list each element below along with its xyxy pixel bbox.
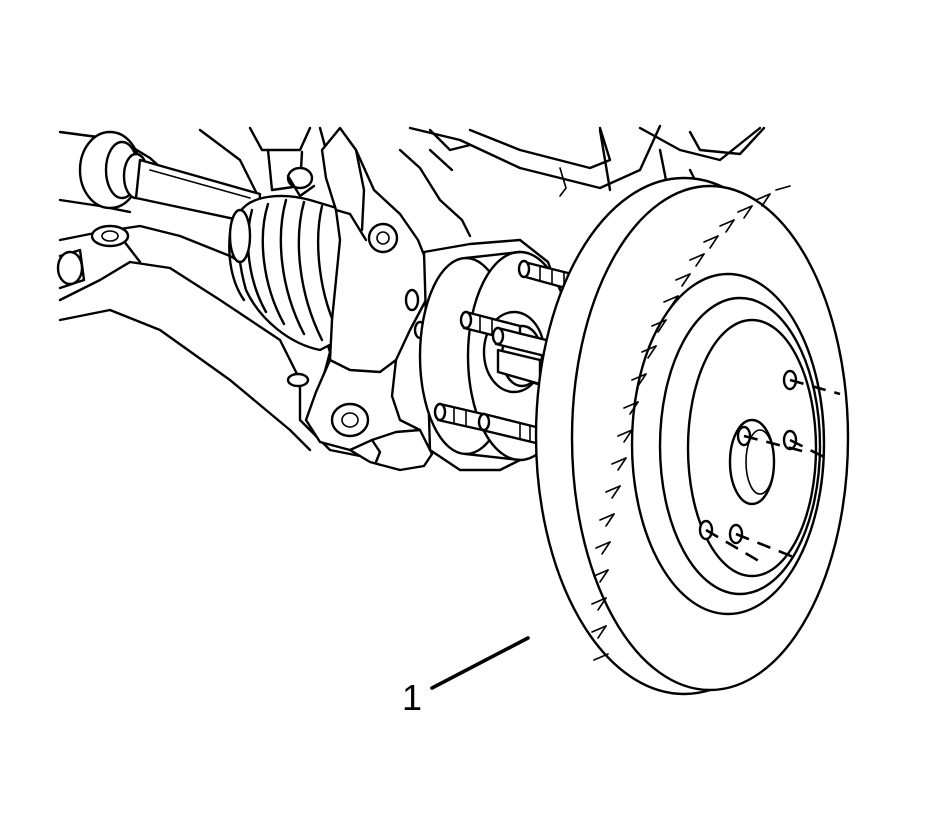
callout-leader-line (430, 636, 530, 690)
brake-rotor (534, 176, 850, 696)
cv-boot (228, 194, 360, 352)
rotor-cooling-vanes (591, 185, 791, 661)
drive-axle (58, 130, 262, 226)
steering-knuckle (286, 126, 472, 472)
stud-centerlines (705, 378, 841, 566)
callout-number: 1 (402, 677, 423, 718)
